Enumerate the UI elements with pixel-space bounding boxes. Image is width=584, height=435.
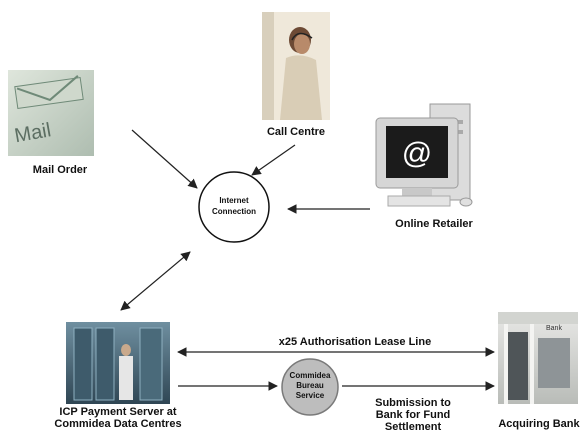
online-retailer-label: Online Retailer: [395, 218, 473, 230]
submission-label-line3: Settlement: [384, 421, 442, 433]
internet-label-line2: Connection: [212, 207, 256, 216]
at-symbol: @: [402, 137, 432, 170]
bureau-label-line2: Bureau: [296, 381, 324, 390]
bank-building-icon: Bank: [498, 312, 578, 404]
arrow-mail-to-internet: [131, 129, 198, 189]
submission-label: Submission to Bank for Fund Settlement: [360, 397, 466, 435]
mail-envelope-icon: Mail: [8, 70, 94, 156]
arrow-internet-icp: [120, 251, 191, 311]
arrow-callcentre-to-internet: [251, 144, 296, 176]
bureau-label-line1: Commidea: [289, 371, 331, 380]
bureau-service-node: [281, 358, 339, 416]
icp-server-label: ICP Payment Server at Commidea Data Cent…: [40, 406, 196, 430]
bank-sign: Bank: [546, 325, 562, 332]
lease-line-label: x25 Authorisation Lease Line: [278, 336, 432, 348]
computer-icon: @: [375, 103, 473, 207]
submission-label-line1: Submission to: [375, 397, 451, 409]
call-centre-agent-icon: [262, 12, 330, 120]
internet-connection-label: Internet Connection: [199, 195, 269, 217]
bureau-label-line3: Service: [295, 391, 325, 400]
mail-order-label: Mail Order: [32, 164, 88, 176]
internet-label-line1: Internet: [219, 196, 249, 205]
data-centre-icon: [66, 322, 170, 404]
acquiring-bank-label: Acquiring Bank: [498, 418, 580, 430]
internet-connection-node: [198, 171, 270, 243]
icp-label-line2: Commidea Data Centres: [54, 418, 182, 430]
call-centre-label: Call Centre: [266, 126, 326, 138]
bureau-service-label: Commidea Bureau Service: [282, 371, 338, 401]
icp-label-line1: ICP Payment Server at: [59, 406, 177, 418]
submission-label-line2: Bank for Fund: [375, 409, 451, 421]
